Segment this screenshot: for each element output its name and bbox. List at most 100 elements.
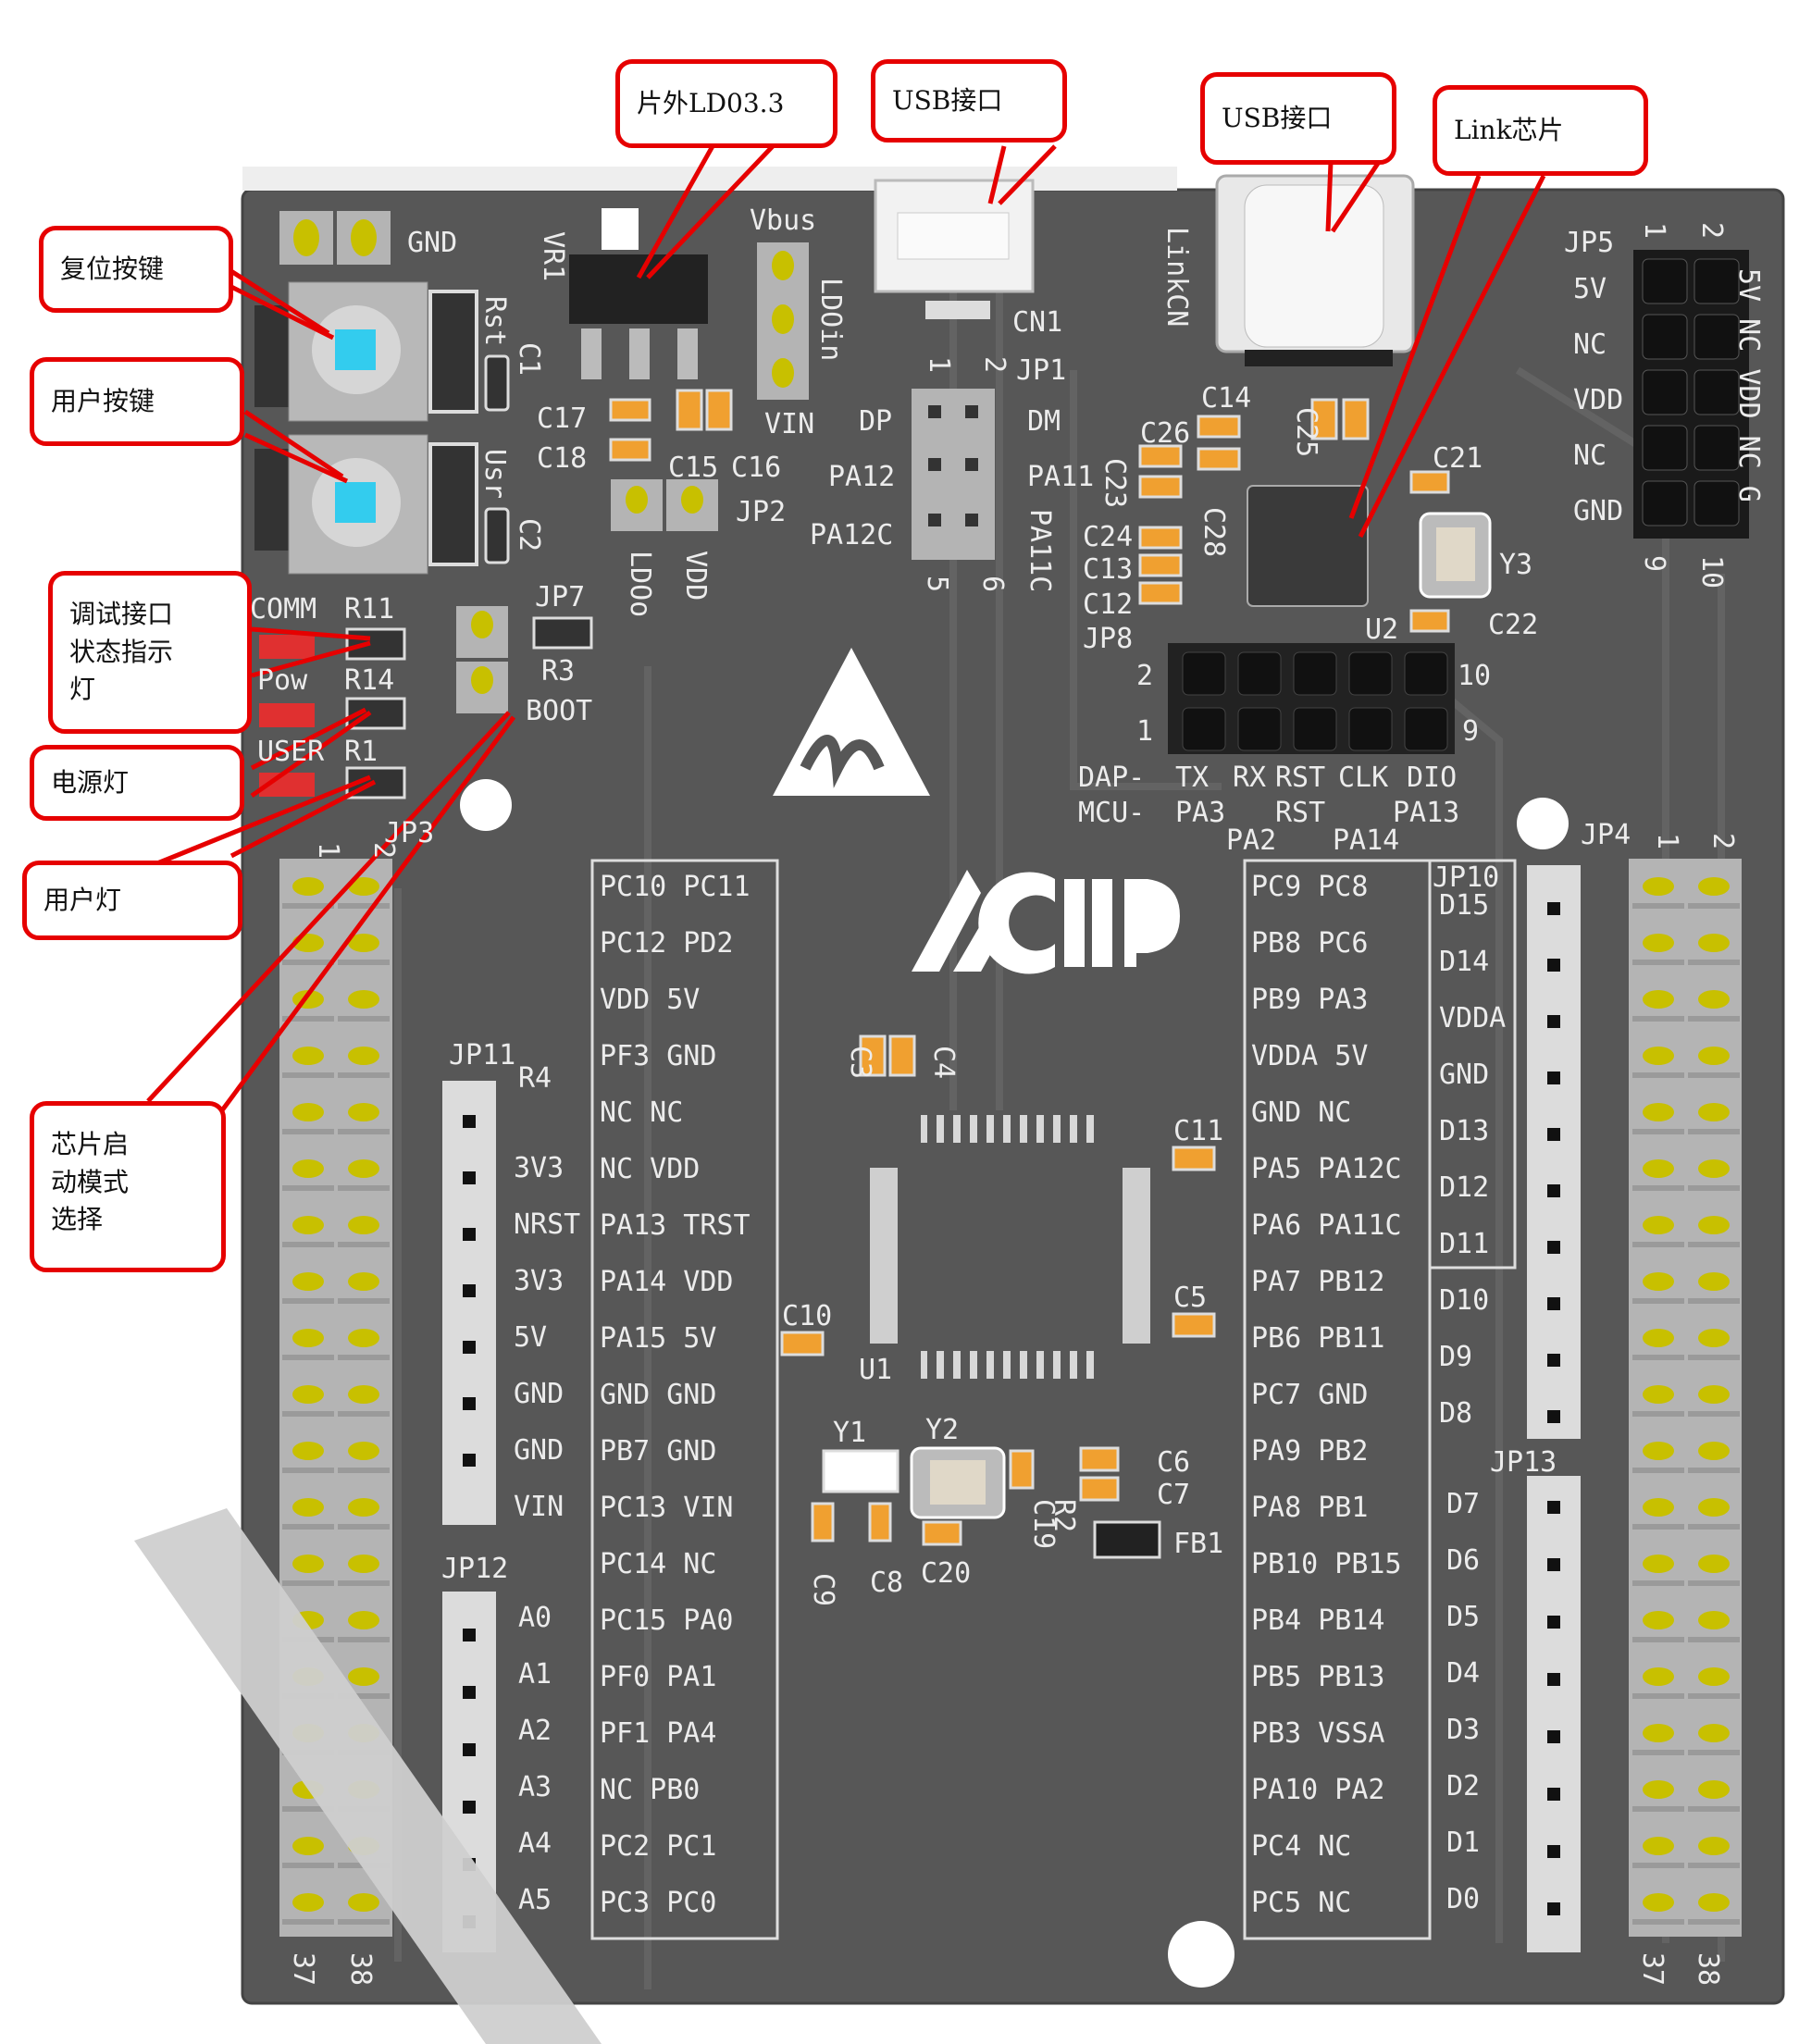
- header-gap: [1688, 1129, 1740, 1134]
- jp8-pins: [1182, 651, 1448, 751]
- header-pin: [1643, 1103, 1674, 1121]
- header-pin: [1643, 1611, 1674, 1629]
- header-pin: [1698, 1047, 1730, 1065]
- left-table-row: PA14 VDD: [600, 1266, 734, 1298]
- dap-pin-label: DIO: [1407, 762, 1457, 794]
- header-pin: [1698, 1837, 1730, 1855]
- single-pin: [463, 1397, 476, 1410]
- reset-button[interactable]: [254, 281, 478, 422]
- right-table-row: PC4 NC: [1251, 1830, 1351, 1863]
- right-table-row: PA5 PA12C: [1251, 1153, 1402, 1185]
- dap-pin-label: RX: [1233, 762, 1266, 794]
- right-table-row: VDDA 5V: [1251, 1040, 1368, 1072]
- header-gap: [1632, 1693, 1684, 1699]
- silk-label: R2: [1048, 1499, 1080, 1532]
- silk-label: C15: [668, 452, 718, 484]
- silk-label: Usr: [478, 449, 511, 499]
- silk-label: C3: [844, 1046, 876, 1079]
- left-table-row: PC13 VIN: [600, 1492, 734, 1524]
- silk-label: 9: [1462, 715, 1479, 748]
- header-gap: [338, 1919, 390, 1925]
- header-gap: [282, 1185, 334, 1191]
- header-pin: [292, 1272, 324, 1291]
- header-pin: [292, 1047, 324, 1065]
- left-table-row: PA15 5V: [600, 1322, 716, 1355]
- header-gap: [1632, 1524, 1684, 1530]
- gnd-jumper: [279, 211, 391, 265]
- boot-jumper[interactable]: [456, 606, 508, 713]
- header-gap: [1688, 1016, 1740, 1022]
- silk-label: USER: [257, 736, 325, 768]
- mount-hole: [1517, 798, 1569, 849]
- single-pin: [463, 1801, 476, 1814]
- silk-label: C20: [921, 1557, 971, 1590]
- header-gap: [338, 1411, 390, 1417]
- jp4-pins: [1632, 877, 1740, 1925]
- jp10-label: D12: [1439, 1171, 1489, 1204]
- silk-label: 2: [1706, 833, 1739, 849]
- single-pin: [1547, 1845, 1560, 1858]
- single-pin: [1547, 1410, 1560, 1423]
- callout-power-led: 电源灯: [30, 745, 244, 821]
- silk-label: C24: [1083, 521, 1133, 553]
- right-table-row: PB3 VSSA: [1251, 1717, 1385, 1750]
- header-gap: [1632, 1242, 1684, 1247]
- header-pin: [348, 1385, 379, 1404]
- ldoin-jumper: [757, 242, 809, 400]
- left-table-row: NC NC: [600, 1096, 683, 1129]
- mount-hole: [1168, 1921, 1234, 1988]
- silk-label: 5: [921, 576, 953, 592]
- header-pin: [1643, 934, 1674, 952]
- silk-label: 6: [976, 576, 1009, 592]
- silk-label: 38: [1692, 1952, 1724, 1986]
- right-table-row: PC9 PC8: [1251, 871, 1368, 903]
- single-pin: [1547, 1128, 1560, 1141]
- left-table-row: PC14 NC: [600, 1548, 716, 1580]
- jp8-pin: [1237, 707, 1282, 751]
- single-pin: [1547, 1730, 1560, 1743]
- dap-pin-label: CLK: [1338, 762, 1388, 794]
- silk-label: JP1: [1016, 354, 1066, 387]
- jp10-label: D13: [1439, 1115, 1489, 1147]
- jp2-jumper: [611, 479, 718, 531]
- left-table-row: PC12 PD2: [600, 927, 734, 960]
- header-pin: [1643, 1159, 1674, 1178]
- header-gap: [1632, 1750, 1684, 1755]
- header-gap: [338, 1355, 390, 1360]
- header-pin: [348, 1893, 379, 1912]
- right-table-row: PA7 PB12: [1251, 1266, 1385, 1298]
- jp10-label: D8: [1439, 1397, 1472, 1430]
- header-gap: [1688, 1524, 1740, 1530]
- silk-label: 38: [344, 1952, 377, 1986]
- header-pin: [1643, 1667, 1674, 1686]
- callout-usb-c: USB接口: [1200, 72, 1396, 165]
- header-gap: [1688, 1693, 1740, 1699]
- single-pin: [463, 1115, 476, 1128]
- jp5-left-label: 5V: [1573, 273, 1607, 305]
- header-gap: [1632, 1919, 1684, 1925]
- jp5-left-label: VDD: [1573, 384, 1623, 416]
- header-gap: [1688, 1298, 1740, 1304]
- single-pin: [463, 1629, 476, 1641]
- right-table-row: PC7 GND: [1251, 1379, 1368, 1411]
- header-pin: [1698, 934, 1730, 952]
- silk-label: 2: [367, 842, 400, 859]
- left-table-row: GND GND: [600, 1379, 716, 1411]
- silk-label: C28: [1197, 507, 1230, 557]
- header-pin: [1698, 1442, 1730, 1460]
- header-gap: [1632, 903, 1684, 909]
- header-pin: [1643, 1385, 1674, 1404]
- silk-label: C5: [1173, 1282, 1207, 1314]
- jp11-header: [442, 1081, 496, 1525]
- silk-label: MCU-: [1078, 797, 1145, 829]
- header-pin: [348, 877, 379, 896]
- right-table-row: GND NC: [1251, 1096, 1351, 1129]
- header-pin: [1698, 1329, 1730, 1347]
- silk-label: C18: [537, 442, 587, 475]
- jp8-pin: [1293, 651, 1337, 696]
- silk-label: C12: [1083, 588, 1133, 621]
- jp8-pin: [1404, 707, 1448, 751]
- header-gap: [338, 1580, 390, 1586]
- header-gap: [1688, 1806, 1740, 1812]
- header-gap: [1688, 1185, 1740, 1191]
